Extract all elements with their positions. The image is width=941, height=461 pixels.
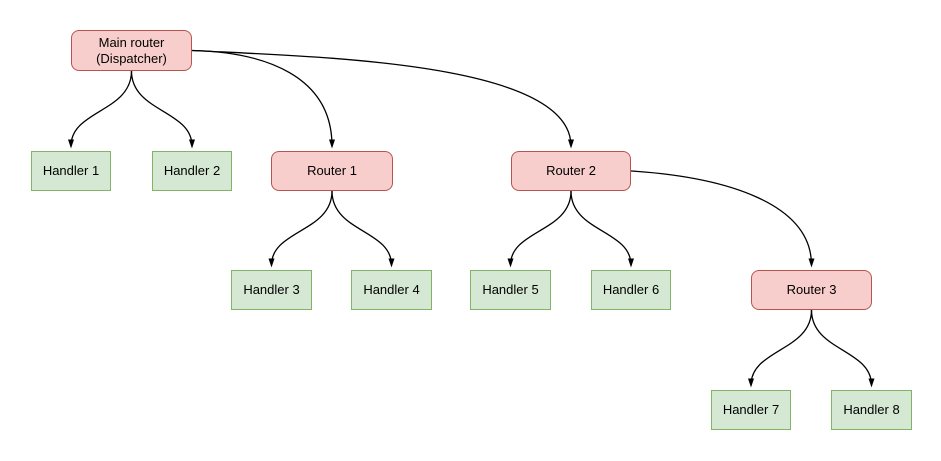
edge-main-router-to-router-1	[191, 49, 335, 149]
node-handler-5-label: Handler 5	[482, 282, 539, 297]
node-handler-8-label: Handler 8	[843, 402, 900, 417]
edge-main-router-to-handler-1	[68, 70, 133, 149]
node-handler-3: Handler 3	[231, 270, 312, 310]
node-handler-1: Handler 1	[31, 151, 111, 191]
node-handler-8: Handler 8	[831, 390, 912, 430]
edge-router-3-to-handler-7	[748, 309, 813, 388]
node-handler-7: Handler 7	[711, 390, 791, 430]
node-handler-4: Handler 4	[351, 270, 432, 310]
node-main-router-sublabel: (Dispatcher)	[96, 50, 167, 66]
node-handler-7-label: Handler 7	[722, 402, 780, 417]
edge-router-1-to-handler-3	[268, 190, 333, 268]
node-handler-6: Handler 6	[591, 270, 671, 310]
node-router-3-label: Router 3	[786, 282, 837, 297]
edge-router-2-to-handler-6	[570, 190, 634, 268]
node-handler-3-label: Handler 3	[243, 282, 300, 297]
node-handler-1-label: Handler 1	[42, 163, 100, 178]
node-router-1-label: Router 1	[307, 163, 357, 178]
node-router-3: Router 3	[751, 270, 872, 310]
node-handler-2-label: Handler 2	[163, 163, 221, 178]
node-router-2-label: Router 2	[546, 163, 596, 178]
edge-router-2-to-router-3	[630, 170, 815, 268]
edge-router-3-to-handler-8	[810, 309, 875, 388]
node-main-router: Main router (Dispatcher)	[71, 30, 192, 71]
node-router-1: Router 1	[271, 151, 393, 191]
edge-main-router-to-router-2	[191, 49, 574, 149]
node-handler-2: Handler 2	[152, 151, 232, 191]
node-handler-6-label: Handler 6	[602, 282, 660, 297]
edge-router-1-to-handler-4	[331, 190, 395, 268]
node-handler-4-label: Handler 4	[363, 282, 420, 297]
edge-main-router-to-handler-2	[130, 70, 195, 149]
edge-router-2-to-handler-5	[507, 190, 572, 268]
node-main-router-label: Main router	[98, 34, 165, 50]
node-router-2: Router 2	[511, 151, 631, 191]
node-handler-5: Handler 5	[470, 270, 551, 310]
